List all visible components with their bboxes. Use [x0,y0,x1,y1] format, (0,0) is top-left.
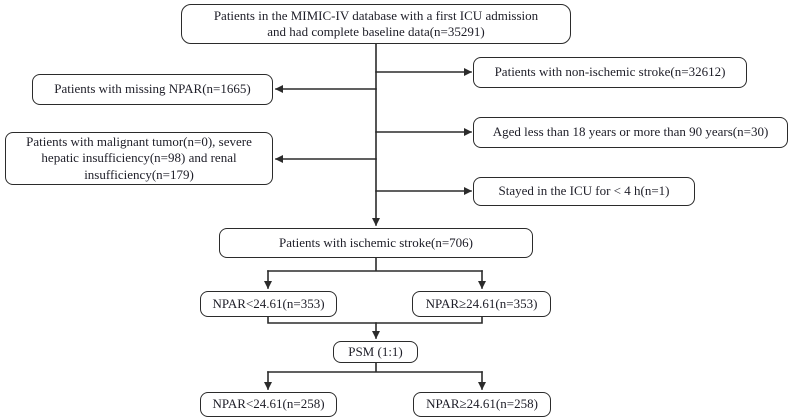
node-npar-high-postmatch: NPAR≥24.61(n=258) [413,392,551,417]
node-npar-low-prematch: NPAR<24.61(n=353) [200,291,337,317]
merge-to-psm-trunk [267,316,483,324]
node-npar-high-prematch: NPAR≥24.61(n=353) [412,291,551,317]
split-psm-trunk [267,362,483,373]
node-excluded-age: Aged less than 18 years or more than 90 … [473,117,788,148]
node-psm: PSM (1:1) [333,341,418,363]
node-npar-low-postmatch: NPAR<24.61(n=258) [200,392,337,417]
node-excluded-short-icu-stay: Stayed in the ICU for < 4 h(n=1) [473,177,695,206]
node-source-line1: Patients in the MIMIC-IV database with a… [213,7,539,23]
node-ischemic-stroke: Patients with ischemic stroke(n=706) [219,228,533,258]
node-source-population: Patients in the MIMIC-IV database with a… [181,4,571,44]
node-source-line2: and had complete baseline data(n=35291) [267,24,485,39]
node-comorbidity-line2: hepatic insufficiency(n=98) and renal [41,150,237,166]
node-excluded-non-ischemic: Patients with non-ischemic stroke(n=3261… [473,57,747,88]
split-ischemic-trunk [267,257,483,272]
node-comorbidity-line1: Patients with malignant tumor(n=0), seve… [26,133,252,149]
node-excluded-comorbidity: Patients with malignant tumor(n=0), seve… [5,132,273,185]
node-comorbidity-line3: insufficiency(n=179) [84,166,194,182]
node-excluded-missing-npar: Patients with missing NPAR(n=1665) [32,74,273,105]
